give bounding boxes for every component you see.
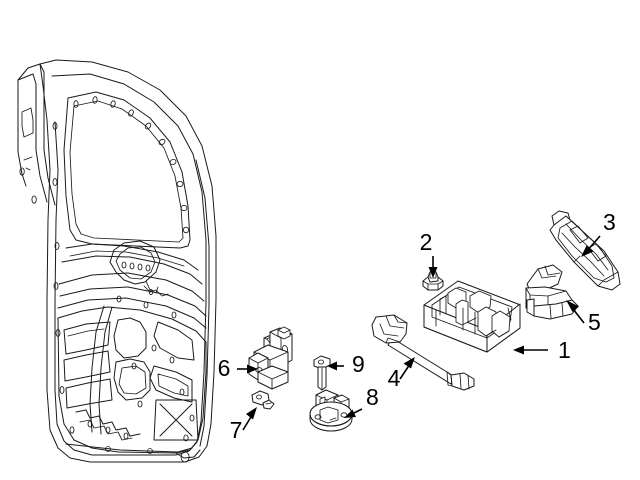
callout-numbers: 1 2 3 4 5 6 7 8 9: [218, 209, 616, 443]
callout-number-1: 1: [558, 337, 571, 363]
callout-number-9: 9: [352, 351, 365, 377]
part-5-latch-striker-bracket: [525, 264, 579, 320]
callout-number-2: 2: [420, 229, 433, 255]
part-6-door-lock-actuator: [248, 326, 293, 390]
callout-leaders: [237, 235, 601, 431]
callout-number-3: 3: [603, 209, 616, 235]
callout-number-8: 8: [366, 384, 379, 410]
part-7-mounting-screw-small: [251, 390, 275, 410]
part-9-pan-head-bolt: [313, 355, 331, 391]
part-4-support-strut-rod: [371, 314, 475, 391]
part-1-license-plate-lamp-housing: [423, 280, 521, 353]
part-8-striker-catch-base: [309, 389, 353, 432]
callout-number-5: 5: [588, 309, 601, 335]
liftgate-panel: [17, 59, 217, 463]
callout-number-4: 4: [388, 365, 401, 391]
callout-number-6: 6: [218, 355, 231, 381]
callout-number-7: 7: [230, 417, 243, 443]
